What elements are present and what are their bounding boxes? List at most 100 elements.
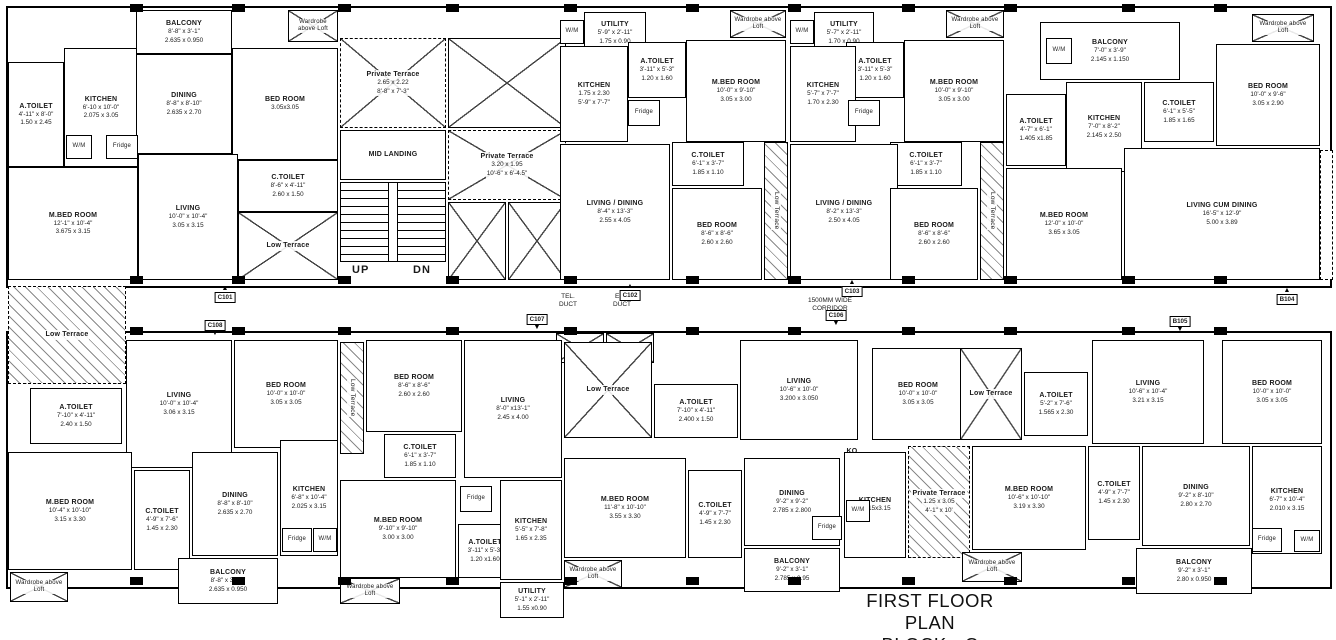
room-dimension: 1.45 x 2.30 [1097,497,1131,506]
unit-marker-b104: ▲B104 [1276,287,1298,306]
unit-marker-label: C101 [214,292,236,304]
room-w-m: W/M [66,135,92,159]
unit-marker-c108: C108▼ [204,320,226,337]
triangle-down-icon: ▼ [533,324,541,332]
unit-marker-label: C106 [825,310,847,322]
unit-marker-label: B105 [1169,316,1191,328]
room-name: KITCHEN [1086,114,1122,124]
room-dimension: 2.145 x 2.50 [1085,131,1123,140]
triangle-down-icon: ▼ [1176,326,1184,334]
room-name: W/M [1299,537,1315,545]
room-dimension: 2.40 x 1.50 [59,420,93,429]
room-dimension: 10'-0" x 9'-10" [715,87,757,96]
room-name: Fridge [816,524,838,532]
room-dimension: 3.65 x 3.05 [1047,228,1081,237]
room-low-terrace: Low Terrace [238,212,338,280]
room-name: BED ROOM [392,373,436,383]
room-name: Fridge [1256,536,1278,544]
room-dimension: 8'-0" x13'-1" [495,405,531,414]
room-name: KITCHEN [513,517,549,527]
room-dimension: 1.405 x1.85 [1018,134,1054,143]
room-dimension: 8'-8" x 7'-3" [376,87,410,96]
room-name: M.BED ROOM [47,210,99,220]
room-wardrobe-above-loft: Wardrobe above Loft [730,10,786,38]
room-dimension: 2.55 x 4.05 [598,216,632,225]
room-dimension: 1.75 x 0.90 [598,37,632,46]
room-dimension: 10'-0" x 10'-4" [158,400,200,409]
wall-pier [686,276,699,284]
room-dimension: 4'-9" x 7'-6" [145,516,179,525]
wall-pier [232,4,245,12]
wall-pier [446,577,459,585]
room-name: W/M [850,507,866,515]
room-name: Wardrobe above Loft [11,580,67,594]
room-fridge: Fridge [1252,528,1282,552]
room-name: DINING [1182,483,1210,493]
title-line2: BLOCK - C [845,634,1015,640]
wall-pier [686,4,699,12]
unit-marker-label: C102 [619,290,641,302]
room-dimension: 11'-8" x 10'-10" [603,504,647,513]
room-dimension: 2.400 x 1.50 [677,415,715,424]
room-dimension: 2.635 x 2.70 [216,508,254,517]
room-dimension: 2.075 x 3.05 [82,112,120,121]
room-dimension: 9'-2" x 3'-1" [775,566,809,575]
room-name: A.TOILET [1038,391,1074,401]
room-name: KITCHEN [576,81,612,91]
room-dimension: 1.45 x 2.30 [698,518,732,527]
wall-pier [130,276,143,284]
room-name: BED ROOM [1246,82,1290,92]
wall-pier [788,327,801,335]
room-name: Wardrobe above Loft [1253,21,1313,35]
room-name: Wardrobe above Loft [963,560,1021,574]
room-dimension: 3'-11" x 5'-3" [466,547,504,556]
room-low-terrace: Low Terrace [960,348,1022,440]
room-dimension: 1.25 x 3.05 [922,498,956,507]
room-dimension: 1.75 x 2.30 [577,90,611,99]
room-name: LIVING [174,204,202,214]
room-name: A.TOILET [639,57,675,67]
unit-marker-b105: B105▼ [1169,316,1191,334]
room-name: C.TOILET [1161,99,1197,109]
room-fridge: Fridge [812,516,842,540]
room-low-terrace: Low Terrace [764,142,788,280]
room-dimension: 3.19 x 3.30 [1012,502,1046,511]
room-dimension: 1.70 x 2.30 [806,98,840,107]
room-wardrobe-above-loft: Wardrobe above Loft [1252,14,1314,42]
room-name: UTILITY [517,587,547,597]
room-dimension: 16'-5" x 12'-9" [1201,210,1243,219]
room-dimension: 6'-1" x 3'-7" [691,160,725,169]
room-dimension: 1.65 x 2.35 [514,534,548,543]
room-name: W/M [1051,47,1067,55]
wall-pier [902,327,915,335]
wall-pier [564,4,577,12]
room-dimension: 3.05 x 3.00 [937,95,971,104]
room-dimension: 6'-1" x 3'-7" [909,160,943,169]
room-name: LIVING [1134,379,1162,389]
wall-pier [788,4,801,12]
room-dimension: 6'-1" x 5'-5" [1162,108,1196,117]
room-wardrobe-above-loft: Wardrobe above Loft [946,10,1004,38]
room-dimension: 12'-0" x 10'-0" [1043,220,1085,229]
room-dimension: 3'-11" x 5'-3" [856,66,894,75]
room-name: BED ROOM [896,381,940,391]
room-dimension: 3.05 x 3.05 [269,398,303,407]
room-dimension: 4'-9" x 7'-7" [1097,489,1131,498]
room-dimension: 1.45 x 2.30 [145,524,179,533]
room-name: Fridge [111,143,133,151]
